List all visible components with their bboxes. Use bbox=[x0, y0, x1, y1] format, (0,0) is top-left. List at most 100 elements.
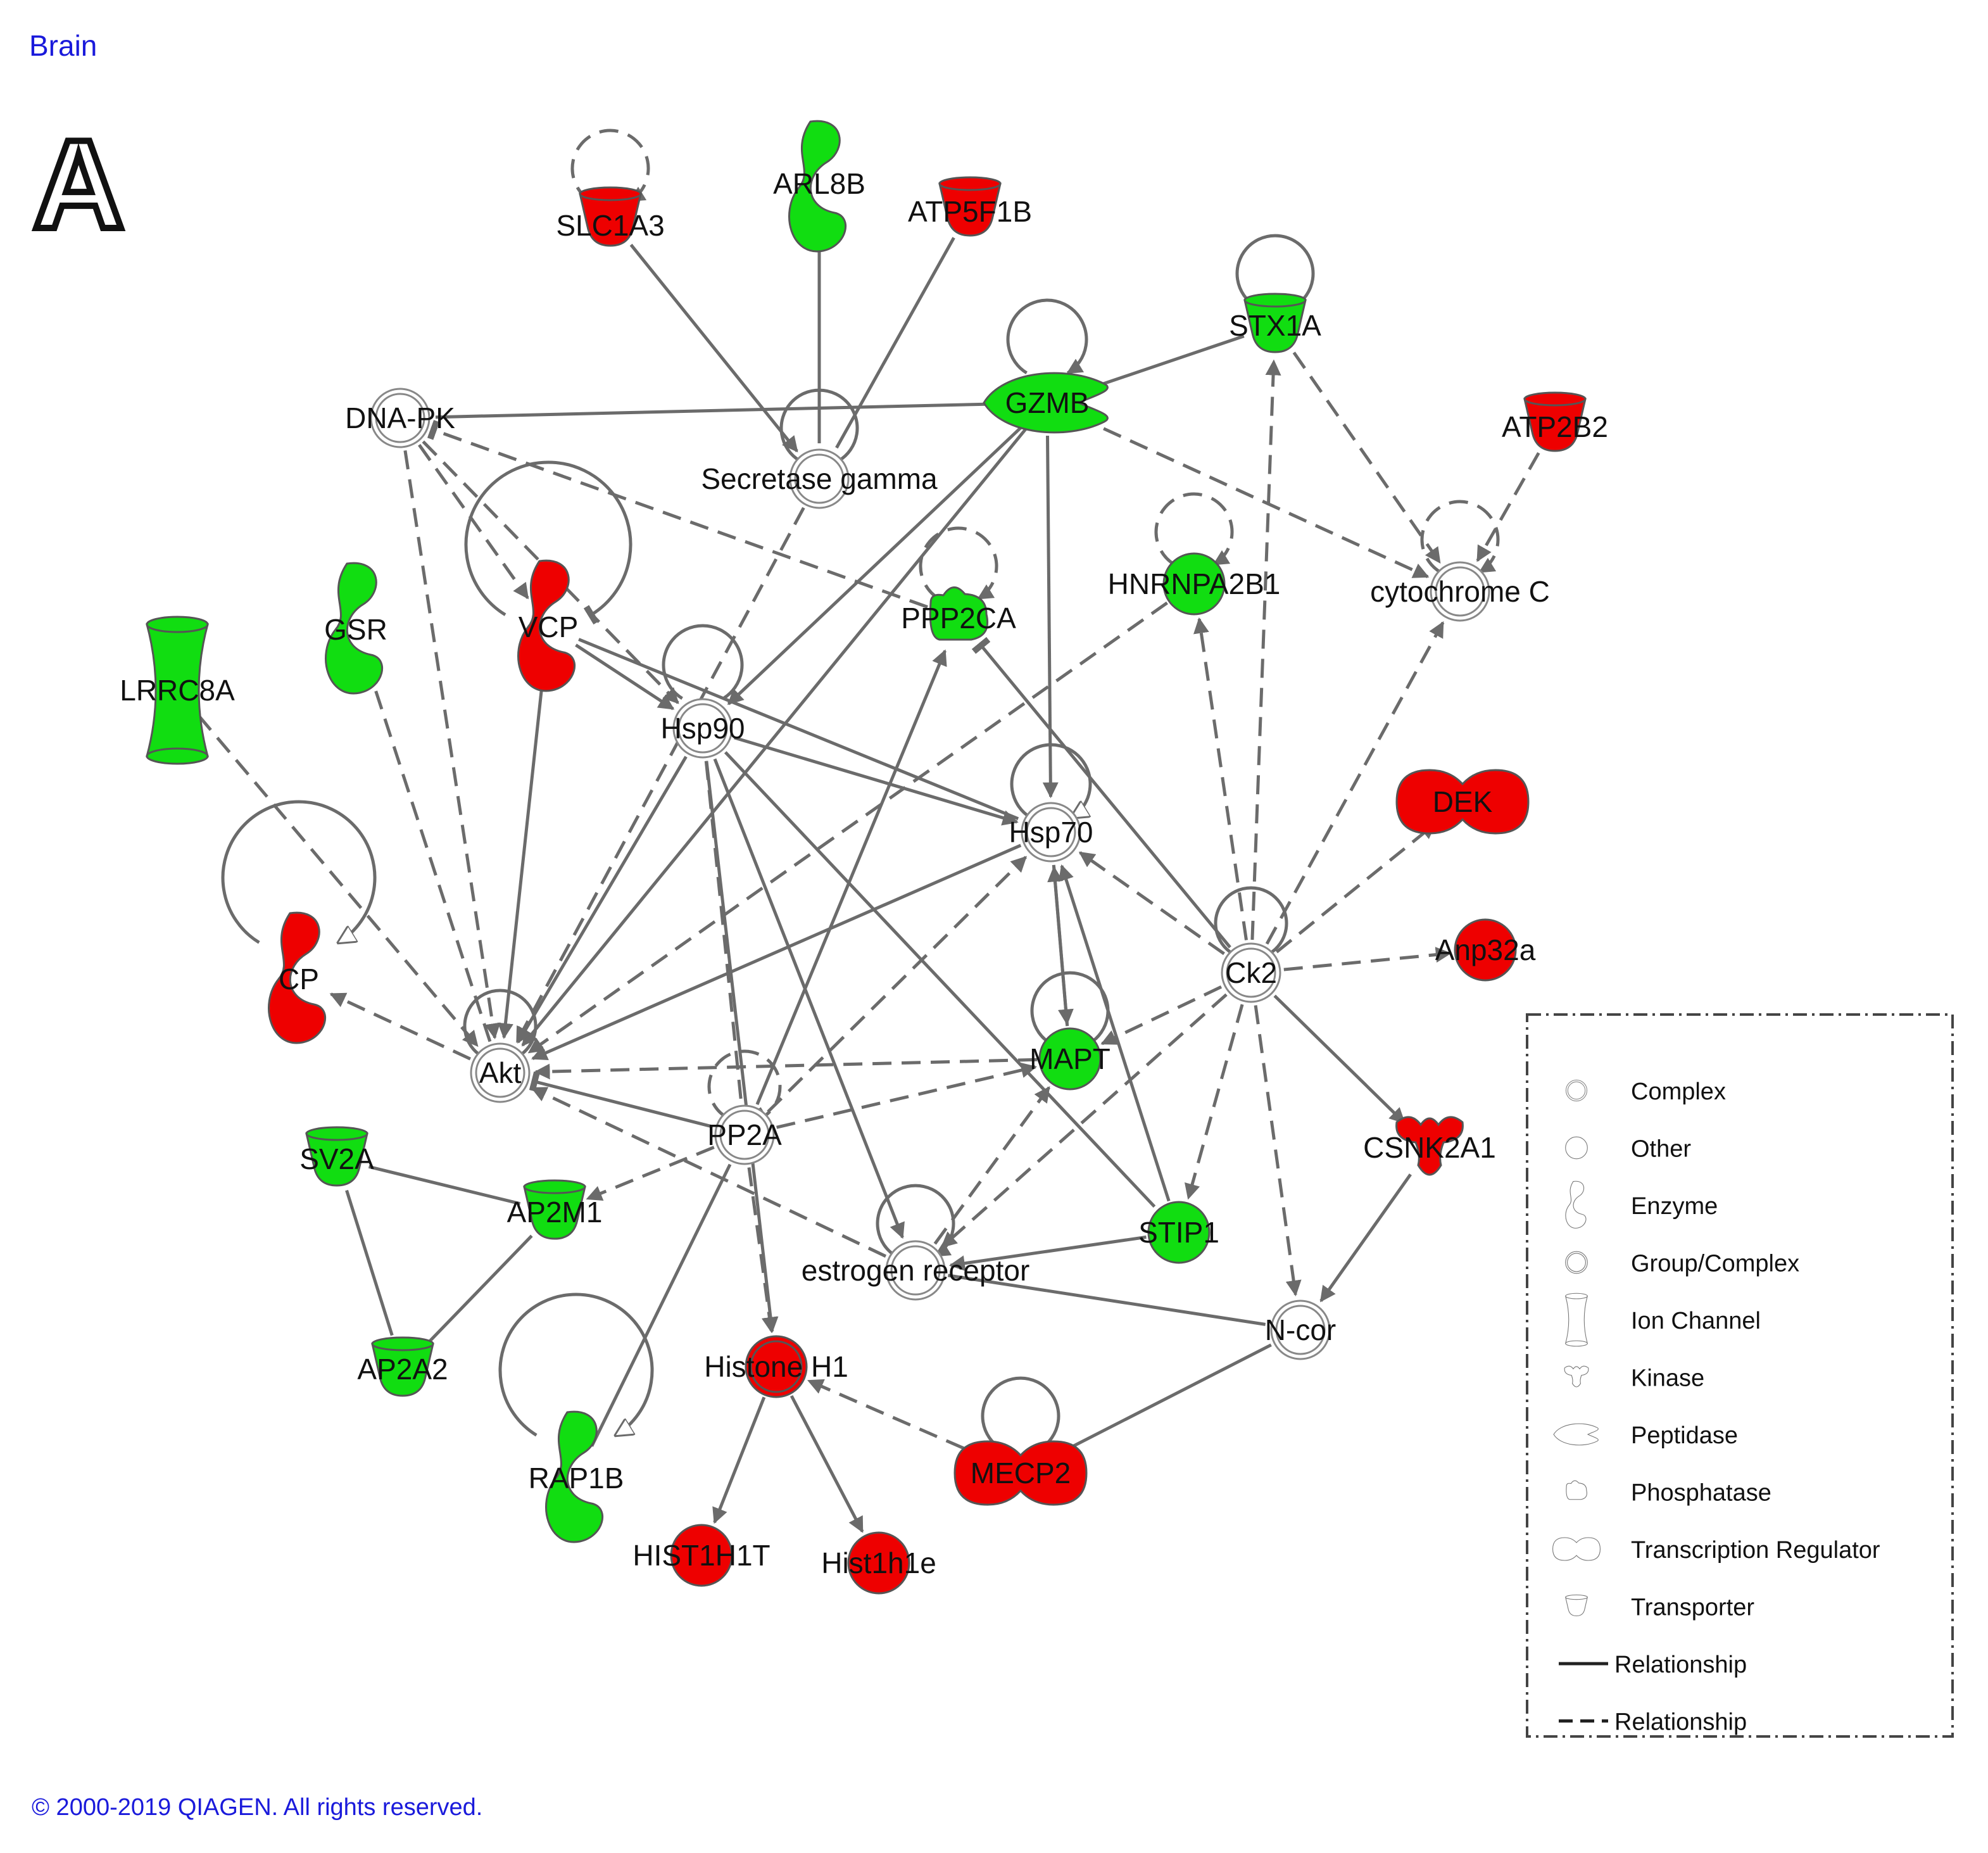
node-secretasegamma[interactable]: Secretase gamma bbox=[701, 448, 938, 509]
node-ck2[interactable]: Ck2 bbox=[1221, 942, 1281, 1003]
edge-n-cor-to-mecp2 bbox=[1051, 1343, 1272, 1458]
node-label: estrogen receptor bbox=[802, 1254, 1030, 1287]
node-mecp2[interactable]: MECP2 bbox=[953, 1440, 1088, 1506]
edge-hnrnpa2b1-to-akt bbox=[527, 601, 1168, 1054]
node-stip1[interactable]: STIP1 bbox=[1138, 1201, 1219, 1264]
edge-ck2-to-cytochromec bbox=[1265, 621, 1445, 945]
edge-pp2a-to-pp2a bbox=[707, 1049, 782, 1127]
node-gsr[interactable]: GSR bbox=[324, 562, 387, 695]
legend-item-phosphatase-7: Phosphatase bbox=[1566, 1480, 1771, 1507]
legend-label: Other bbox=[1631, 1136, 1691, 1163]
node-estrogenreceptor[interactable]: estrogen receptor bbox=[802, 1240, 1030, 1301]
node-arl8b[interactable]: ARL8B bbox=[773, 120, 865, 253]
node-mapt[interactable]: MAPT bbox=[1029, 1027, 1110, 1091]
node-label: AP2M1 bbox=[507, 1196, 603, 1229]
edge-pp2a-to-rap1b bbox=[590, 1163, 732, 1447]
node-atp2b2[interactable]: ATP2B2 bbox=[1502, 391, 1608, 452]
node-n-cor[interactable]: N-cor bbox=[1265, 1300, 1336, 1360]
node-atp5f1b[interactable]: ATP5F1B bbox=[908, 176, 1032, 237]
edge-ck2-to-csnk2a1 bbox=[1273, 994, 1406, 1124]
edge-atp5f1b-to-secretasegamma bbox=[835, 237, 955, 449]
legend-item-transcription-regulator-8: Transcription Regulator bbox=[1552, 1537, 1880, 1564]
edge-gzmb-to-dna-pk bbox=[435, 402, 1015, 419]
copyright-text: © 2000-2019 QIAGEN. All rights reserved. bbox=[32, 1794, 482, 1821]
edge-akt-to-cp bbox=[329, 992, 471, 1061]
edge-secretasegamma-to-akt bbox=[515, 507, 805, 1043]
group-shape-icon bbox=[745, 1335, 808, 1398]
node-lrrc8a[interactable]: LRRC8A bbox=[120, 616, 235, 765]
group-icon bbox=[1565, 1251, 1588, 1274]
node-sv2a[interactable]: SV2A bbox=[299, 1126, 374, 1187]
node-dna-pk[interactable]: DNA-PK bbox=[345, 388, 455, 448]
node-label: Akt bbox=[479, 1056, 522, 1089]
enzyme-icon bbox=[1565, 1180, 1587, 1229]
edge-ck2-to-mapt bbox=[1100, 985, 1223, 1046]
legend-item-other-1: Other bbox=[1565, 1136, 1691, 1163]
panel-letter: A bbox=[33, 114, 124, 255]
legend-label: Transcription Regulator bbox=[1631, 1537, 1880, 1564]
transcription-shape-icon bbox=[953, 1440, 1088, 1506]
other-shape-icon bbox=[670, 1524, 733, 1587]
node-gzmb[interactable]: GZMB bbox=[983, 372, 1109, 434]
node-hsp90[interactable]: Hsp90 bbox=[661, 698, 745, 759]
node-label: DNA-PK bbox=[345, 402, 455, 434]
node-label: SV2A bbox=[299, 1142, 374, 1175]
node-anp32a[interactable]: Anp32a bbox=[1435, 918, 1536, 982]
node-label: MECP2 bbox=[971, 1457, 1071, 1489]
node-ppp2ca[interactable]: PPP2CA bbox=[901, 586, 1016, 641]
complex-shape-icon bbox=[1430, 561, 1490, 622]
node-hnrnpa2b1[interactable]: HNRNPA2B1 bbox=[1108, 552, 1281, 616]
node-ap2m1[interactable]: AP2M1 bbox=[507, 1179, 603, 1240]
edge-mapt-to-akt bbox=[534, 1058, 1038, 1080]
legend-item-enzyme-2: Enzyme bbox=[1565, 1180, 1718, 1229]
node-slc1a3[interactable]: SLC1A3 bbox=[556, 186, 665, 247]
node-pp2a[interactable]: PP2A bbox=[707, 1104, 782, 1165]
node-label: HNRNPA2B1 bbox=[1108, 567, 1281, 600]
edge-ck2-to-n-cor bbox=[1254, 1005, 1302, 1296]
transporter-shape-icon bbox=[1523, 391, 1587, 452]
edge-ck2-to-estrogenreceptor bbox=[941, 993, 1228, 1248]
transporter-shape-icon bbox=[579, 186, 642, 247]
edge-ap2m1-to-ap2a2 bbox=[426, 1234, 533, 1345]
node-akt[interactable]: Akt bbox=[470, 1042, 531, 1103]
legend-label: Peptidase bbox=[1631, 1422, 1738, 1449]
edge-hsp90-to-hsp90 bbox=[662, 624, 744, 700]
node-stx1a[interactable]: STX1A bbox=[1229, 293, 1321, 353]
transporter-shape-icon bbox=[305, 1126, 368, 1187]
node-dek[interactable]: DEK bbox=[1395, 769, 1530, 835]
edge-pp2a-to-ap2m1 bbox=[586, 1146, 715, 1201]
node-rap1b[interactable]: RAP1B bbox=[529, 1410, 624, 1543]
node-layer: SLC1A3 ARL8B ATP5F1B STX1A GZMB DNA-PK Secreta… bbox=[120, 120, 1608, 1595]
edge-ck2-to-hsp70 bbox=[1078, 851, 1225, 956]
transporter-shape-icon bbox=[523, 1179, 586, 1240]
legend-label: Kinase bbox=[1631, 1365, 1704, 1392]
edge-mecp2-to-mecp2 bbox=[981, 1376, 1060, 1450]
edge-hsp70-to-akt bbox=[531, 844, 1022, 1061]
node-csnk2a1[interactable]: CSNK2A1 bbox=[1363, 1116, 1496, 1176]
edge-mapt-to-hsp70 bbox=[1047, 866, 1069, 1027]
other-shape-icon bbox=[847, 1531, 910, 1595]
legend-label: Complex bbox=[1631, 1078, 1726, 1105]
edge-secretasegamma-to-secretasegamma bbox=[779, 388, 859, 462]
node-hist1h1e[interactable]: Hist1h1e bbox=[821, 1531, 936, 1595]
edge-ck2-to-stx1a bbox=[1250, 359, 1281, 940]
complex-shape-icon bbox=[1021, 802, 1081, 863]
page-title[interactable]: Brain bbox=[29, 29, 97, 62]
node-hist1h1t[interactable]: HIST1H1T bbox=[632, 1524, 771, 1587]
node-ap2a2[interactable]: AP2A2 bbox=[357, 1336, 448, 1397]
node-cytochromec[interactable]: cytochrome C bbox=[1370, 561, 1550, 622]
legend-label: Transporter bbox=[1631, 1595, 1754, 1621]
edge-vcp-to-hsp90 bbox=[575, 643, 675, 711]
node-vcp[interactable]: VCP bbox=[517, 559, 579, 692]
node-cp[interactable]: CP bbox=[268, 911, 326, 1044]
other-shape-icon bbox=[1147, 1201, 1211, 1264]
edge-hnrnpa2b1-to-hnrnpa2b1 bbox=[1154, 492, 1234, 566]
node-hsp70[interactable]: Hsp70 bbox=[1009, 802, 1093, 863]
edge-gzmb-to-hsp70 bbox=[1042, 435, 1059, 799]
edge-gzmb-to-gzmb bbox=[1006, 298, 1088, 375]
node-label: Hist1h1e bbox=[821, 1546, 936, 1579]
transporter-icon bbox=[1565, 1594, 1588, 1617]
edge-ck2-to-dek bbox=[1275, 823, 1437, 954]
transporter-shape-icon bbox=[371, 1336, 434, 1397]
node-histoneh1[interactable]: Histone H1 bbox=[704, 1335, 848, 1398]
